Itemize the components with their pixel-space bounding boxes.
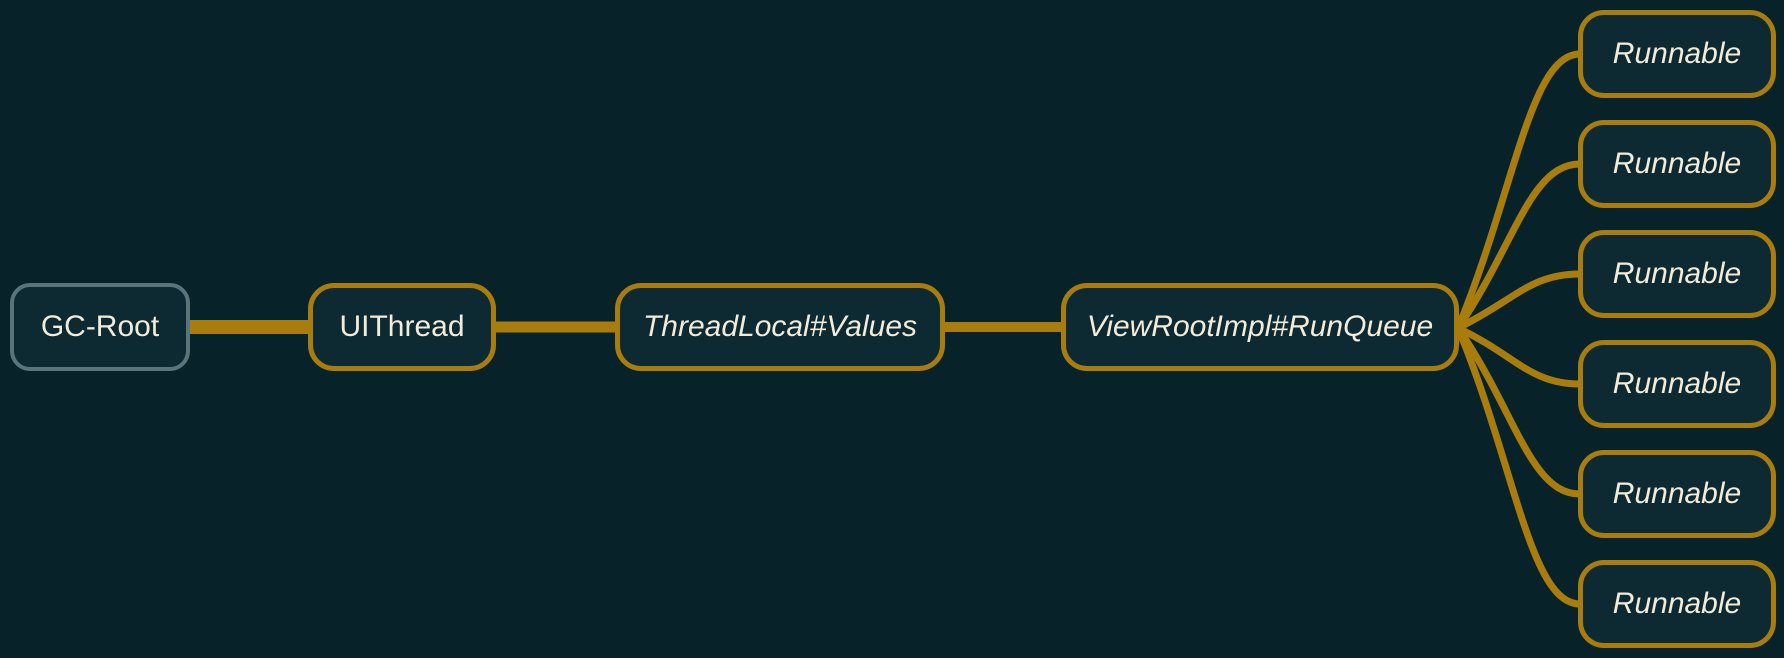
node-runnable-6[interactable]: Runnable — [1578, 560, 1776, 648]
node-viewrootimpl-runqueue[interactable]: ViewRootImpl#RunQueue — [1061, 283, 1459, 371]
node-runnable-3[interactable]: Runnable — [1578, 230, 1776, 318]
node-gc-root[interactable]: GC-Root — [10, 283, 190, 371]
branch-runqueue-runnable-3 — [1456, 270, 1581, 332]
node-label: GC-Root — [40, 310, 160, 343]
branch-runqueue-runnable-5 — [1455, 326, 1581, 498]
node-label: UIThread — [339, 310, 465, 343]
branch-runqueue-runnable-6 — [1454, 326, 1581, 608]
node-runnable-2[interactable]: Runnable — [1578, 120, 1776, 208]
node-label: Runnable — [1612, 37, 1742, 70]
node-runnable-5[interactable]: Runnable — [1578, 450, 1776, 538]
branch-runqueue-runnable-4 — [1456, 324, 1581, 388]
node-label: Runnable — [1612, 147, 1742, 180]
node-uithread[interactable]: UIThread — [308, 283, 496, 371]
node-label: ViewRootImpl#RunQueue — [1086, 310, 1434, 343]
node-label: Runnable — [1612, 257, 1742, 290]
node-runnable-4[interactable]: Runnable — [1578, 340, 1776, 428]
node-threadlocal-values[interactable]: ThreadLocal#Values — [615, 283, 945, 371]
node-label: ThreadLocal#Values — [642, 310, 918, 343]
node-label: Runnable — [1612, 367, 1742, 400]
branch-runqueue-runnable-1 — [1454, 50, 1581, 330]
node-label: Runnable — [1612, 587, 1742, 620]
node-label: Runnable — [1612, 477, 1742, 510]
node-runnable-1[interactable]: Runnable — [1578, 10, 1776, 98]
branch-runqueue-runnable-2 — [1455, 160, 1581, 330]
